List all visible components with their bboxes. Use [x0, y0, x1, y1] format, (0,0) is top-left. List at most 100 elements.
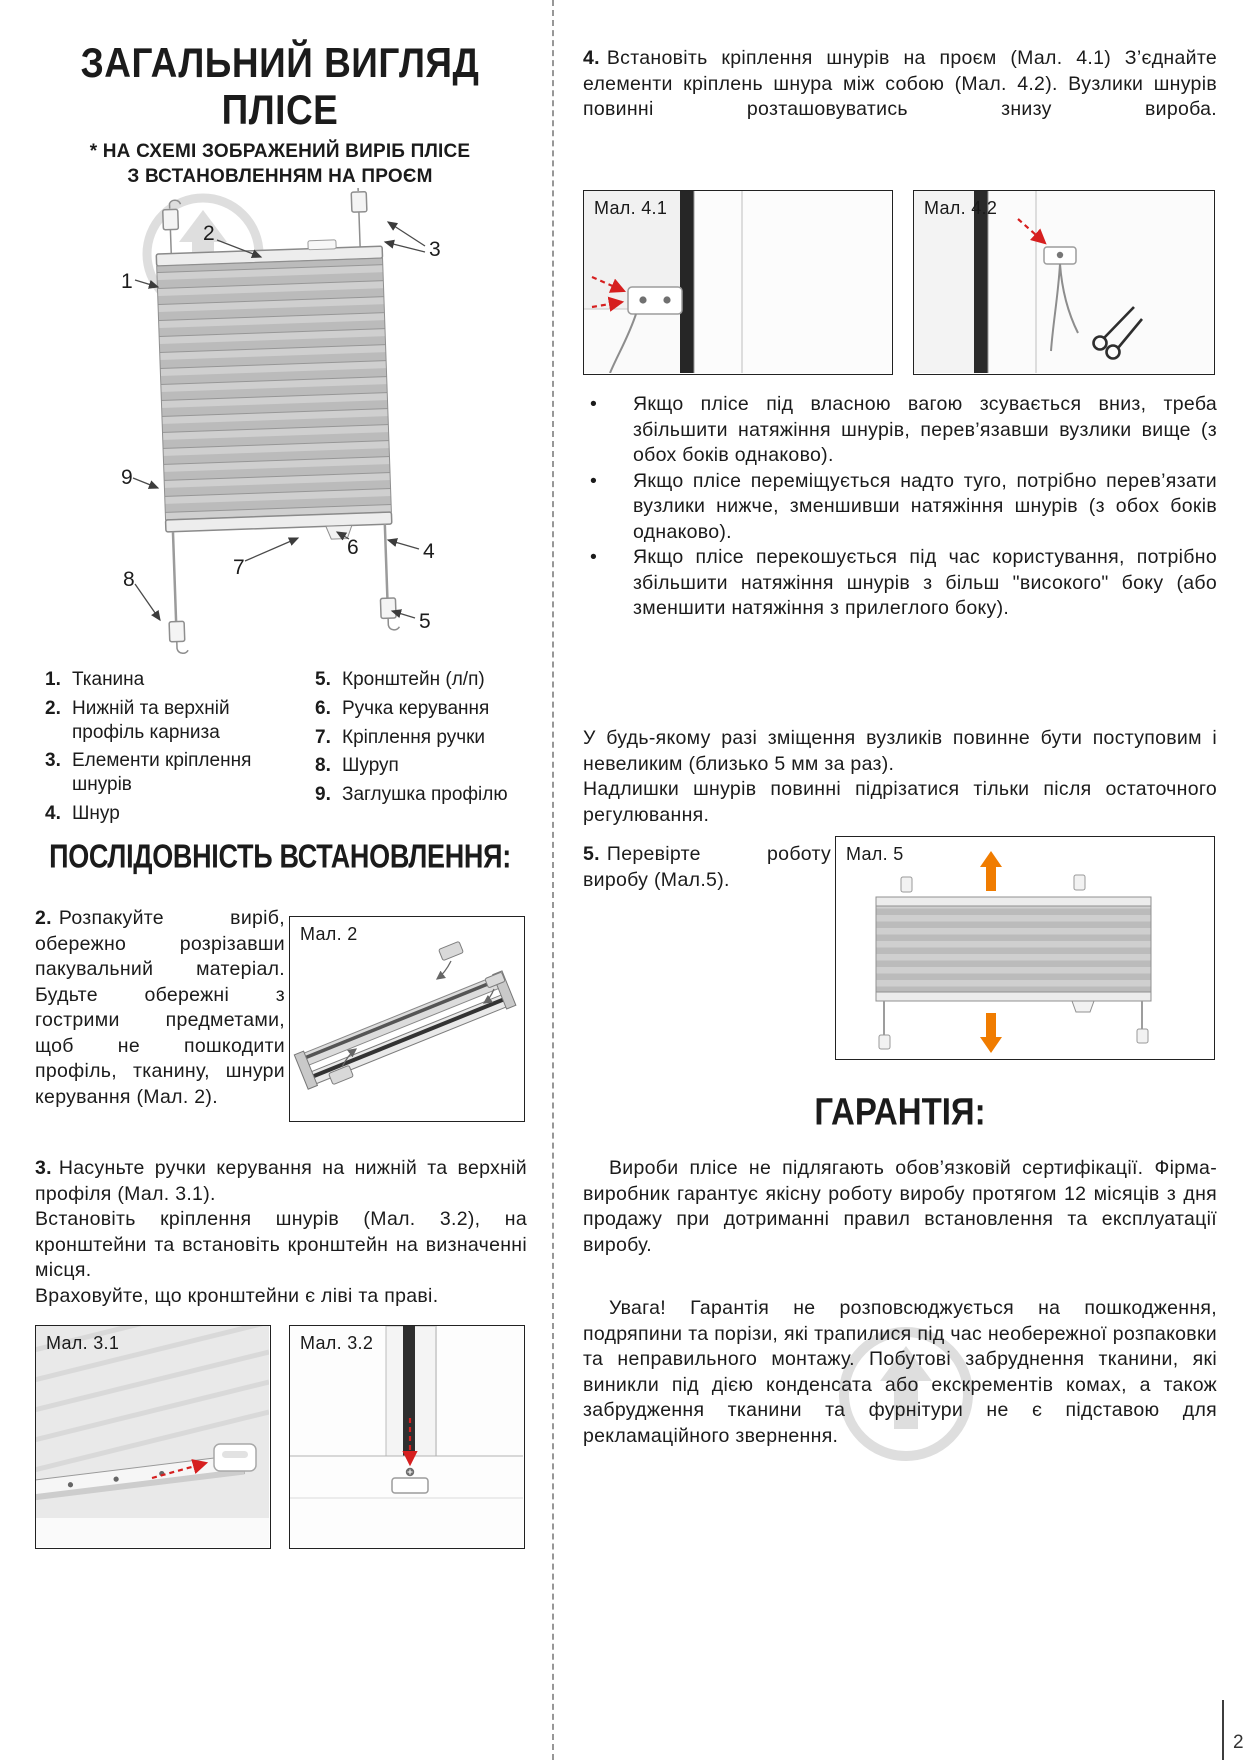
step-3-number: 3. — [35, 1157, 52, 1179]
blind-overview-diagram: 1 2 3 4 5 6 7 8 9 — [121, 188, 441, 654]
hanging-cords — [1050, 263, 1079, 352]
callout-4: 4 — [423, 540, 435, 563]
warranty-paragraph-1: Вироби плісе не підлягають обов’язковій … — [583, 1157, 1217, 1256]
bottom-brackets — [168, 597, 401, 654]
legend-label: Заглушка профілю — [342, 784, 508, 805]
step-2-text: Розпакуйте виріб, обережно розрізавши па… — [35, 907, 285, 1108]
legend-label: Ручка керування — [342, 697, 490, 719]
red-dashed-arrow — [1017, 218, 1047, 245]
watermark-logo-icon — [839, 1327, 973, 1461]
pleated-fabric — [156, 257, 392, 521]
step-3-text-1: Насуньте ручки керування на нижній та ве… — [35, 1157, 527, 1205]
bullet-item: • Якщо плісе під власною вагою зсуваєтьс… — [583, 392, 1217, 469]
legend-label: Елементи кріплення шнурів — [72, 750, 252, 795]
legend-item: 2. Нижній та верхній профіль карниза — [45, 697, 303, 745]
figure-4-2-label: Мал. 4.2 — [924, 198, 998, 218]
step-3-paragraph-3: Враховуйте, що кронштейни є ліві та прав… — [35, 1284, 527, 1310]
legend-item: 5. Кронштейн (л/п) — [315, 668, 533, 692]
legend-number: 2. — [45, 697, 61, 719]
test-blind — [875, 874, 1152, 1050]
figure-5-box: Мал. 5 — [835, 836, 1215, 1060]
callout-leader-lines — [132, 221, 426, 622]
bullet-marker: • — [590, 393, 597, 415]
legend-column-2: 5. Кронштейн (л/п) 6. Ручка керування 7. Кр… — [315, 668, 533, 812]
cord-knot-bracket — [1043, 246, 1077, 265]
legend-item: 6. Ручка керування — [315, 697, 533, 721]
bullet-item: • Якщо плісе переміщується надто туго, п… — [583, 469, 1217, 546]
figure-4-1-box: Мал. 4.1 — [583, 190, 893, 375]
page-number-value: 2 — [1233, 1732, 1244, 1753]
step-3-paragraph-1: 3.Насуньте ручки керування на нижній та … — [35, 1156, 527, 1207]
legend-label: Нижній та верхній профіль карниза — [72, 697, 230, 743]
legend-item: 9.Заглушка профілю — [315, 783, 533, 807]
step-5-number: 5. — [583, 843, 600, 865]
bullet-item: • Якщо плісе перекошується під час корис… — [583, 545, 1217, 622]
red-dashed-arrows — [591, 275, 627, 312]
page-title-line2: ПЛІСЕ — [221, 86, 339, 133]
legend-number: 1. — [45, 669, 61, 690]
legend-item: 4. Шнур — [45, 802, 303, 826]
note-paragraph-2: Надлишки шнурів повинні підрізатися тіль… — [583, 778, 1217, 826]
adjustment-bullet-list: • Якщо плісе під власною вагою зсуваєтьс… — [583, 392, 1217, 622]
step-4-text: Встановіть кріплення шнурів на проєм (Ма… — [583, 47, 1217, 121]
movement-arrows — [980, 851, 1002, 1053]
figure-3-1-box: Мал. 3.1 — [35, 1325, 271, 1549]
knot-adjustment-note: У будь-якому разі зміщення вузликів пови… — [583, 726, 1217, 828]
figure-5-diagram — [875, 851, 1152, 1053]
callout-2: 2 — [203, 222, 215, 245]
step-4-paragraph: 4.Встановіть кріплення шнурів на проєм (… — [583, 46, 1217, 123]
callout-numbers: 1 2 3 4 5 6 7 8 9 — [121, 222, 441, 633]
legend-number: 7. — [315, 726, 331, 748]
cord — [609, 313, 637, 373]
figure-2-label: Мал. 2 — [300, 924, 358, 944]
callout-7: 7 — [233, 556, 245, 579]
legend-number: 4. — [45, 802, 61, 824]
step-2-paragraph: 2.Розпакуйте виріб, обережно розрізавши … — [35, 906, 285, 1110]
figure-2-diagram — [293, 941, 517, 1090]
callout-5: 5 — [419, 610, 431, 633]
figure-3-1-diagram — [36, 1326, 269, 1547]
legend-label: Тканина — [72, 669, 145, 690]
legend-label: Кронштейн (л/п) — [342, 669, 485, 690]
warranty-title: ГАРАНТІЯ: — [814, 1090, 986, 1133]
installation-sequence-title: ПОСЛІДОВНІСТЬ ВСТАНОВЛЕННЯ: — [49, 838, 511, 875]
cord-fixing-bracket — [627, 286, 683, 315]
legend-label: Кріплення ручки — [342, 726, 486, 748]
fabric-texture — [36, 1326, 269, 1473]
page-title-line1: ЗАГАЛЬНИЙ ВИГЛЯД — [80, 40, 480, 86]
legend-item: 3. Елементи кріплення шнурів — [45, 749, 303, 797]
legend-column-1: 1. Тканина 2. Нижній та верхній профіль ка… — [45, 668, 303, 831]
bullet-marker: • — [590, 546, 597, 569]
figure-4-2-diagram — [914, 191, 1213, 373]
page-subtitle: * НА СХЕМІ ЗОБРАЖЕНИЙ ВИРІБ ПЛІСЕ З ВСТА… — [35, 140, 525, 189]
legend-number: 5. — [315, 669, 331, 690]
red-dashed-arrow — [151, 1459, 209, 1480]
assembly-arrows — [341, 960, 495, 1068]
legend-label: Шнур — [72, 802, 120, 824]
callout-8: 8 — [123, 568, 135, 591]
handle-clips — [328, 941, 506, 1085]
legend-number: 6. — [315, 697, 331, 719]
handle-clip — [213, 1443, 257, 1472]
step-5-text: Перевірте роботу виробу (Мал.5). — [583, 843, 831, 891]
figure-3-2-box: Мал. 3.2 — [289, 1325, 525, 1549]
callout-9: 9 — [121, 466, 133, 489]
figure-4-1-label: Мал. 4.1 — [594, 198, 668, 218]
figure-4-2-box: Мал. 4.2 — [913, 190, 1215, 375]
bullet-marker: • — [590, 469, 597, 492]
callout-1: 1 — [121, 270, 133, 293]
top-handle — [307, 239, 337, 251]
figure-3-2-label: Мал. 3.2 — [300, 1333, 374, 1353]
page-title: ЗАГАЛЬНИЙ ВИГЛЯД ПЛІСЕ — [35, 40, 525, 134]
step-2-number: 2. — [35, 907, 52, 929]
page-subtitle-line1: * НА СХЕМІ ЗОБРАЖЕНИЙ ВИРІБ ПЛІСЕ — [89, 141, 471, 162]
legend-item: 1. Тканина — [45, 668, 303, 692]
scissors-icon — [1092, 306, 1144, 360]
figure-5-label: Мал. 5 — [846, 844, 904, 864]
cord-bracket — [391, 1467, 429, 1494]
legend-number: 3. — [45, 750, 61, 772]
legend-number: 8. — [315, 755, 331, 777]
screw-icon — [407, 1469, 413, 1475]
bullet-text-3: Якщо плісе перекошується під час користу… — [633, 546, 1217, 620]
